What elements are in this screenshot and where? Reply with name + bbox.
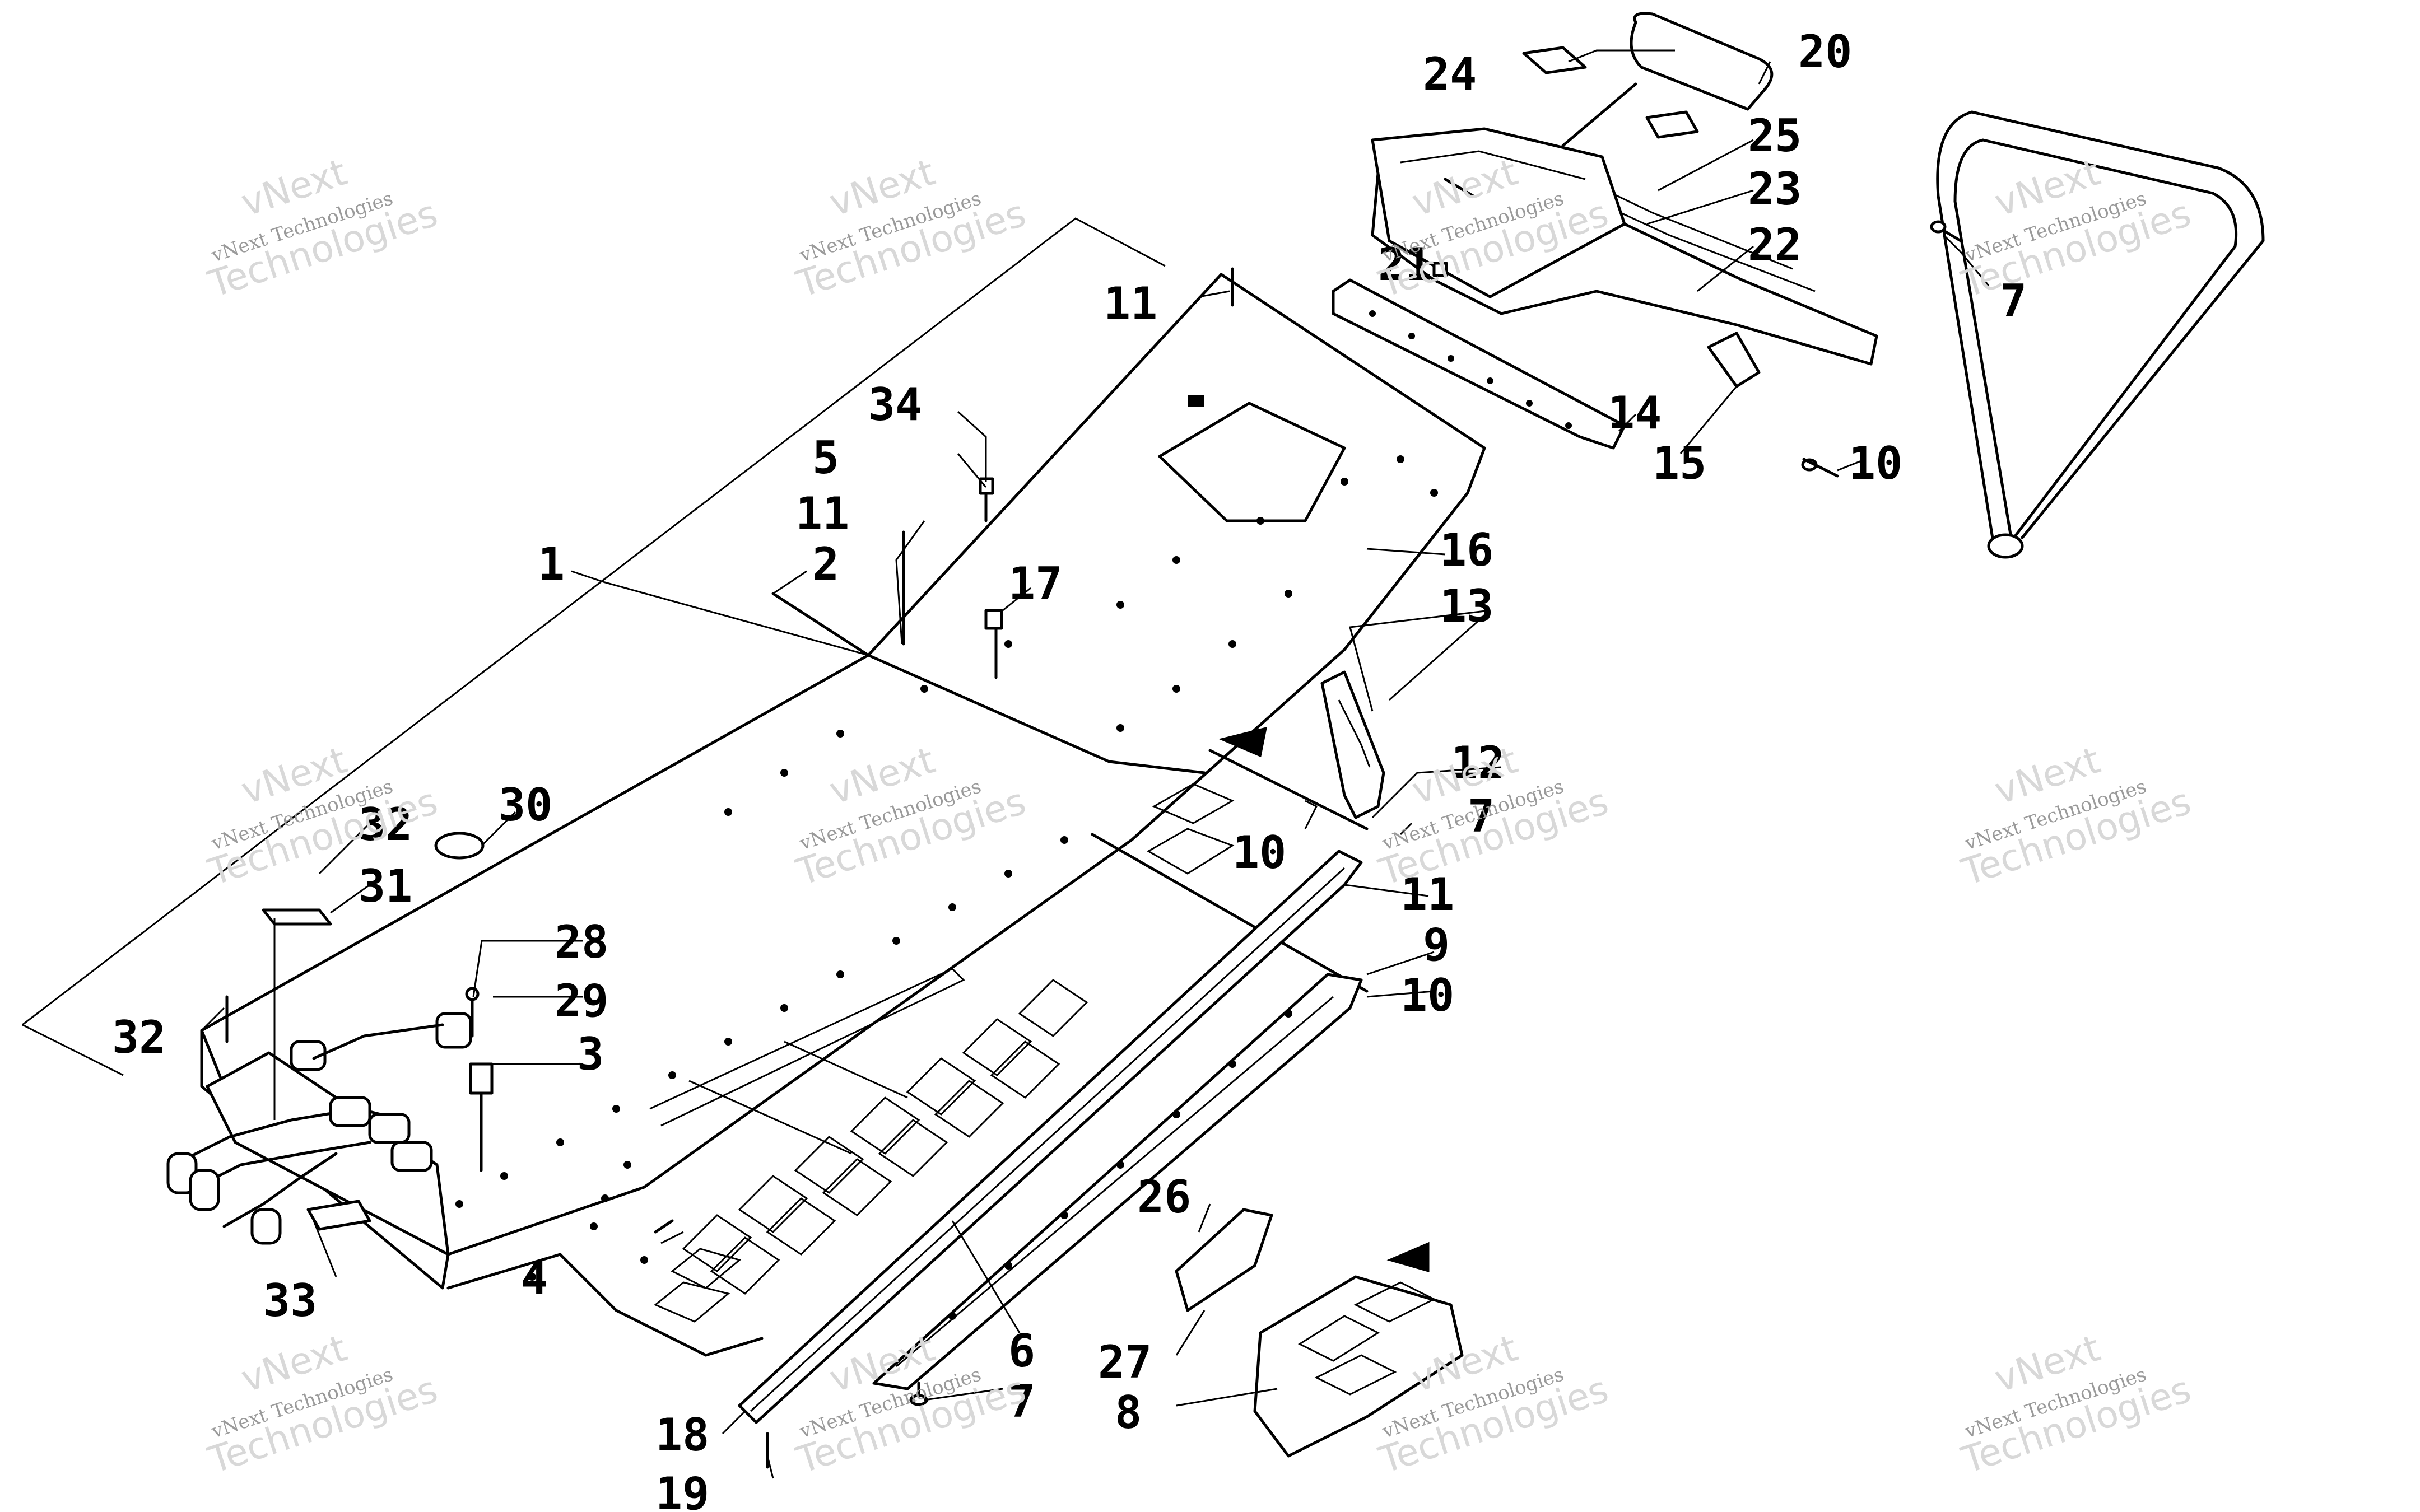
callout-11c: 11 [1400,869,1454,921]
slide-rail-6 [872,973,1363,1390]
callout-11a: 11 [1104,278,1157,330]
callout-32b: 32 [112,1011,166,1063]
callout-11b: 11 [795,488,849,540]
harness-assembly [166,1012,472,1256]
plate-8 [1253,1275,1464,1458]
cover-20 [1630,12,1774,111]
slide-rail-18 [738,850,1363,1424]
callout-16: 16 [1440,524,1493,576]
callout-26: 26 [1137,1171,1191,1223]
assembly-bracket-line [22,217,1166,1026]
callout-19: 19 [655,1468,709,1512]
callout-4: 4 [521,1252,548,1304]
callouts: 1 2 3 4 5 6 7 7 7 8 9 10 10 10 11 11 11 … [112,26,2027,1512]
callout-21: 21 [1378,239,1432,291]
callout-8: 8 [1115,1387,1142,1439]
callout-3: 3 [577,1028,604,1080]
storage-box-25 [1371,127,1626,298]
pad-25 [1645,110,1699,139]
callout-12: 12 [1451,737,1505,789]
tunnel-mesh [682,979,1088,1295]
callout-17: 17 [1008,558,1062,610]
plate-33 [306,1200,371,1231]
callout-29: 29 [555,975,608,1027]
callout-7b: 7 [1468,790,1495,842]
clip-30 [434,832,485,860]
rear-bumper-15-inner [1953,138,2238,550]
bar-14-holes [1369,310,1572,429]
leader-lines [201,49,1990,1479]
callout-10a: 10 [1849,437,1902,489]
callout-27: 27 [1098,1336,1152,1388]
callout-24: 24 [1423,48,1477,100]
callout-7c: 7 [1008,1375,1035,1427]
callout-20: 20 [1798,26,1852,78]
callout-2: 2 [812,538,839,590]
callout-33: 33 [263,1275,317,1327]
callout-7a: 7 [2000,275,2027,327]
callout-34: 34 [868,379,922,431]
callout-32a: 32 [359,799,412,851]
callout-6: 6 [1008,1325,1035,1377]
callout-14: 14 [1608,387,1662,439]
callout-15: 15 [1653,437,1706,489]
spacer-3 [465,987,494,1172]
bar-14 [1332,278,1626,450]
bumper-mount-15 [1707,332,1761,388]
callout-10b: 10 [1232,827,1286,879]
tunnel-chassis [200,273,1486,1357]
callout-22: 22 [1748,219,1802,271]
rear-plate-12 [1320,670,1385,819]
callout-9: 9 [1423,919,1450,971]
strap-20 [1561,82,1637,147]
callout-13: 13 [1440,580,1493,632]
callout-5: 5 [812,432,839,484]
rivet-holes [455,455,1438,1281]
rear-plate-12-holes [1338,699,1371,768]
callout-25: 25 [1748,110,1802,162]
callout-18: 18 [655,1409,709,1461]
rod-10a [1208,749,1369,830]
rod-9 [1091,833,1369,993]
pad-24 [1522,46,1587,74]
rear-bumper-15-end [1987,533,2024,559]
callout-28: 28 [555,916,608,968]
bracket-27 [1175,1208,1273,1312]
assembly-bracket-tick [22,1024,124,1076]
callout-10c: 10 [1400,969,1454,1021]
plate-31 [262,908,332,926]
callout-30: 30 [499,779,552,831]
rear-bumper-15 [1936,110,2265,550]
callout-31: 31 [359,860,412,912]
callout-23: 23 [1748,163,1802,215]
callout-1: 1 [538,538,565,590]
